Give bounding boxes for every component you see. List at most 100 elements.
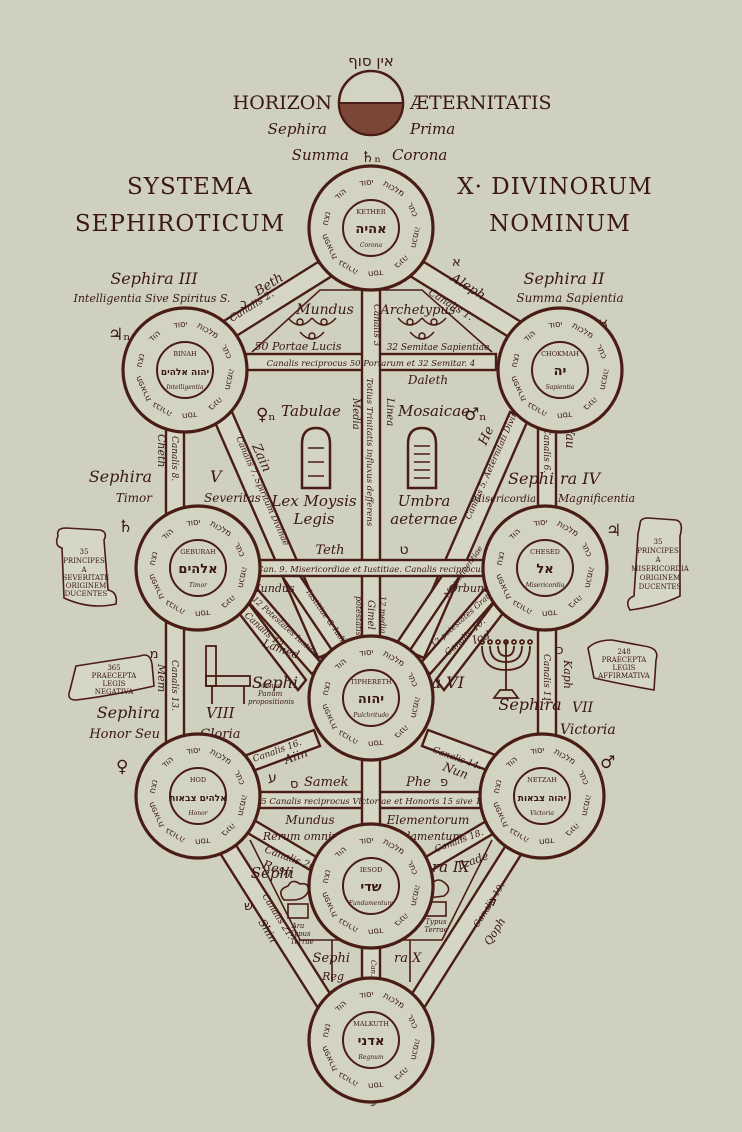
mem-letter-icon: מ: [150, 647, 159, 662]
sephira-latin: Regnum: [357, 1054, 384, 1061]
sephira-10-reg: Reg: [321, 970, 344, 983]
ain-soph-label: אין סוף: [348, 52, 394, 70]
orbum-label: Orbum: [449, 582, 488, 595]
sephira-9-left: Sephi: [251, 864, 294, 882]
sephira-2-title: Sephira II: [523, 269, 605, 288]
semitae-label: 32 Semitae Sapientiae: [387, 343, 490, 353]
ring-name: חכמה: [408, 1038, 422, 1061]
venus-hod-icon: ♀: [116, 757, 128, 777]
sephira-latin: Fundamentum: [348, 900, 394, 907]
mosaicae-label: Mosaicae: [397, 402, 470, 420]
samek-letter-icon: ס: [290, 777, 298, 792]
he-label: He: [476, 424, 498, 449]
divine-name: יהוה צבאות: [518, 794, 567, 804]
ring-name: יסוד: [186, 746, 201, 757]
scroll-text: 35: [654, 538, 663, 546]
altar-left-icon: [280, 880, 310, 919]
divine-name: אלהים צבאות: [169, 794, 226, 804]
tabulae-label: Tabulae: [281, 402, 341, 420]
sephira-5-title: Sephira: [89, 467, 152, 486]
divine-name: יהוה אלהים: [161, 368, 210, 378]
ring-name: יסוד: [173, 320, 188, 331]
ring-name: יסוד: [359, 836, 374, 847]
sephira-9-right: ra IX: [432, 858, 471, 876]
title-nominum: NOMINUM: [489, 211, 631, 237]
sephira-4-title: Sephi: [508, 469, 554, 488]
ring-name: חכמה: [408, 696, 422, 719]
sephira-latin: Intelligentia: [165, 384, 204, 391]
sephira-8-honor: Honor Seu: [88, 727, 160, 742]
ring-name: חסד: [194, 607, 211, 619]
canalis-11-label: Canalis 11.: [541, 654, 551, 705]
rerum-omnium-label: Rerum omnium: [262, 830, 349, 843]
sephira-name: BINAH: [173, 350, 197, 358]
sephira-latin: Pulchritudo: [352, 712, 389, 719]
title-systema: SYSTEMA: [127, 174, 253, 200]
divine-name: שדי: [360, 880, 381, 895]
sephira-name: IESOD: [360, 866, 382, 874]
ring-name: חסד: [556, 409, 573, 421]
sephira-name: NETZAH: [527, 776, 557, 784]
sephira-6-left: Sephi: [252, 673, 298, 692]
sephira-10-right: ra X: [394, 951, 422, 966]
sephira-latin: Corona: [360, 242, 383, 249]
scroll-right-top: 35 PRINCIPES A MISERICORDIA ORIGINEM DUC…: [626, 517, 690, 611]
archetypus-label: Archetypus: [380, 303, 456, 318]
cherubim-right-icon: [397, 317, 447, 340]
typus-terrae-label: Terrae: [424, 926, 447, 934]
ring-name: נצח: [321, 211, 334, 227]
scroll-text: 365: [107, 664, 120, 672]
ring-name: נצח: [148, 779, 161, 795]
sephira-chokmah: מלכותכתרחכמהבינהחסדגבורהתפארתנצחהודיסודC…: [496, 306, 624, 434]
divine-name: אל: [536, 562, 553, 577]
scroll-text: PRINCIPES: [637, 547, 679, 555]
jupiter-chesed-icon: ♃: [606, 521, 621, 541]
ring-name: יסוד: [359, 990, 374, 1001]
summa-label: Summa: [292, 146, 349, 164]
ring-name: יסוד: [533, 518, 548, 529]
horizon-circle-icon: [337, 69, 405, 137]
ring-name: חכמה: [582, 566, 596, 589]
sephira-name: GEBURAH: [180, 548, 216, 556]
scroll-text: SEVERITATE: [63, 574, 110, 582]
ring-name: חסד: [181, 409, 198, 421]
ring-name: נצח: [495, 551, 508, 567]
scroll-text: 248: [617, 648, 630, 656]
sephira-latin: Honor: [187, 810, 208, 817]
ring-name: חכמה: [222, 368, 236, 391]
tablet-left-icon: [300, 426, 332, 490]
sephira-8-title: Sephira: [97, 703, 160, 722]
ara-terrae-label: Terrae: [290, 938, 313, 946]
jupiter-binah-icon: ♃ₙ: [108, 325, 131, 345]
venus-center-icon: ♀ₙ: [256, 405, 276, 425]
tablet-right-icon: [406, 426, 438, 490]
propositionis-label: propositionis: [248, 698, 295, 706]
elementorum-label: Elementorum: [386, 813, 470, 827]
lex-moysis-label: Lex Moysis: [270, 492, 356, 510]
sephira-geburah: מלכותכתרחכמהבינהחסדגבורהתפארתנצחהודיסודG…: [134, 504, 262, 632]
sephira-tiphereth: מלכותכתרחכמהבינהחסדגבורהתפארתנצחהודיסודT…: [307, 634, 435, 762]
divine-name: אהיה: [355, 222, 386, 237]
kaph-letter-icon: כ: [557, 643, 564, 658]
sephira-name: MALKUTH: [353, 1020, 389, 1028]
mensa-label: Mensa: [257, 682, 282, 690]
sephira-labels: Sephira III Intelligentia Sive Spiritus …: [73, 269, 636, 988]
beth-letter-icon: ב: [240, 297, 248, 312]
aleph-letter-icon: א: [452, 255, 461, 270]
scroll-text: DUCENTES: [639, 583, 682, 591]
scroll-text: ORIGINEM: [66, 582, 107, 590]
media-label: Media: [350, 397, 361, 430]
legis-label: Legis: [293, 510, 335, 528]
scroll-text: PRAECEPTA: [92, 672, 138, 680]
sephira-5-timor: Timor: [116, 491, 153, 505]
scroll-text: NEGATIVA: [95, 688, 135, 696]
ring-name: יסוד: [530, 746, 545, 757]
sephira-latin: Victoria: [530, 810, 554, 817]
ring-name: נצח: [510, 353, 523, 369]
sephira-10-canalis: Can. 22: [369, 960, 377, 988]
ring-name: יסוד: [186, 518, 201, 529]
scroll-text: ORIGINEM: [640, 574, 681, 582]
kaph-label: Kaph: [561, 659, 574, 689]
gimel-label: Gimel: [365, 600, 376, 630]
header: אין סוף HORIZON ÆTERNITATIS Sephira Prim…: [75, 52, 652, 237]
